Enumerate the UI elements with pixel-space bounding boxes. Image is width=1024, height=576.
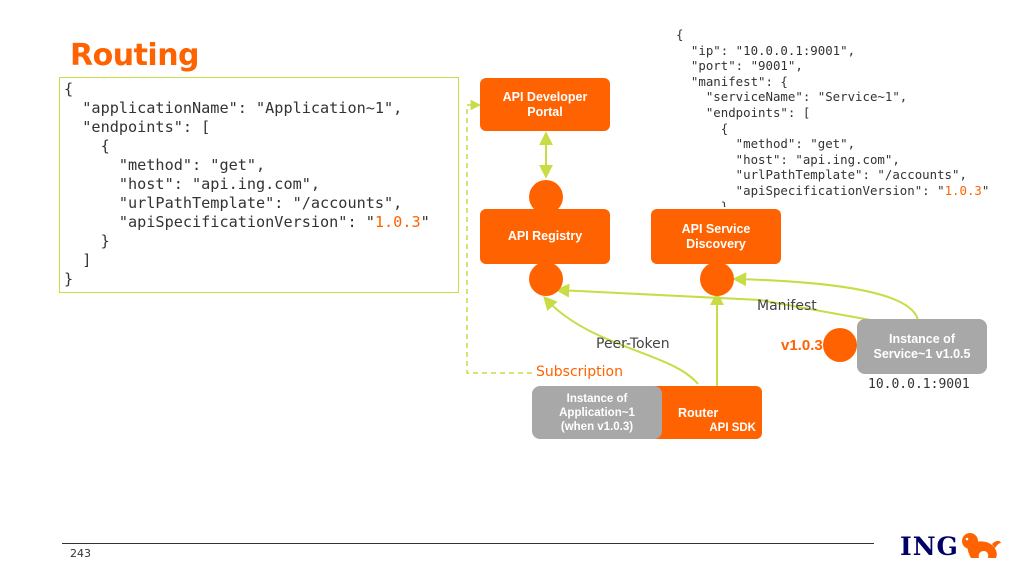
footer-divider xyxy=(62,543,874,544)
peer-token-arrow xyxy=(543,295,699,385)
router-label: Router xyxy=(678,406,719,420)
code-text: { "applicationName": "Application~1", "e… xyxy=(64,80,403,231)
application-json-box: { "applicationName": "Application~1", "e… xyxy=(59,77,459,293)
page-number: 243 xyxy=(70,547,91,560)
subscription-label: Subscription xyxy=(536,364,623,380)
version-label: v1.0.3 xyxy=(781,337,823,354)
code-text: " } xyxy=(720,182,990,207)
node-label: Instance of Application~1 (when v1.0.3) xyxy=(559,392,635,433)
ing-logo-text: ING xyxy=(900,532,959,561)
service-json-box: { "ip": "10.0.0.1:9001", "port": "9001",… xyxy=(676,27,1016,207)
node-label: Instance of Service~1 v1.0.5 xyxy=(873,331,971,361)
manifest-to-registry-arrow xyxy=(555,283,877,322)
code-version-highlight: 1.0.3 xyxy=(944,182,982,198)
service-json-code: { "ip": "10.0.0.1:9001", "port": "9001",… xyxy=(676,27,1016,207)
node-label: API Developer Portal xyxy=(502,89,588,119)
service-ip-label: 10.0.0.1:9001 xyxy=(868,377,970,392)
code-text: " } ] } xyxy=(64,213,430,288)
subscription-dashed-arrow xyxy=(466,99,532,374)
api-service-discovery-node: API Service Discovery xyxy=(651,209,781,264)
api-developer-portal-node: API Developer Portal xyxy=(480,78,610,131)
application-instance-node: Instance of Application~1 (when v1.0.3) xyxy=(532,386,662,439)
registry-top-connector xyxy=(529,180,563,214)
service-instance-node: Instance of Service~1 v1.0.5 xyxy=(857,319,987,374)
code-text: { "ip": "10.0.0.1:9001", "port": "9001",… xyxy=(676,27,967,198)
page-title: Routing xyxy=(70,38,200,73)
api-registry-node: API Registry xyxy=(480,209,610,264)
api-sdk-label: API SDK xyxy=(709,422,756,434)
service-version-connector xyxy=(823,328,857,362)
application-json-code: { "applicationName": "Application~1", "e… xyxy=(64,80,458,289)
code-version-highlight: 1.0.3 xyxy=(374,213,421,231)
peer-token-label: Peer-Token xyxy=(596,336,670,352)
node-label: API Service Discovery xyxy=(681,221,751,251)
node-label: API Registry xyxy=(507,229,583,243)
ing-lion-icon xyxy=(962,533,1001,558)
registry-bottom-connector xyxy=(529,262,563,296)
manifest-to-discovery-arrow xyxy=(732,272,919,321)
discovery-bottom-connector xyxy=(700,262,734,296)
manifest-label: Manifest xyxy=(757,298,817,314)
